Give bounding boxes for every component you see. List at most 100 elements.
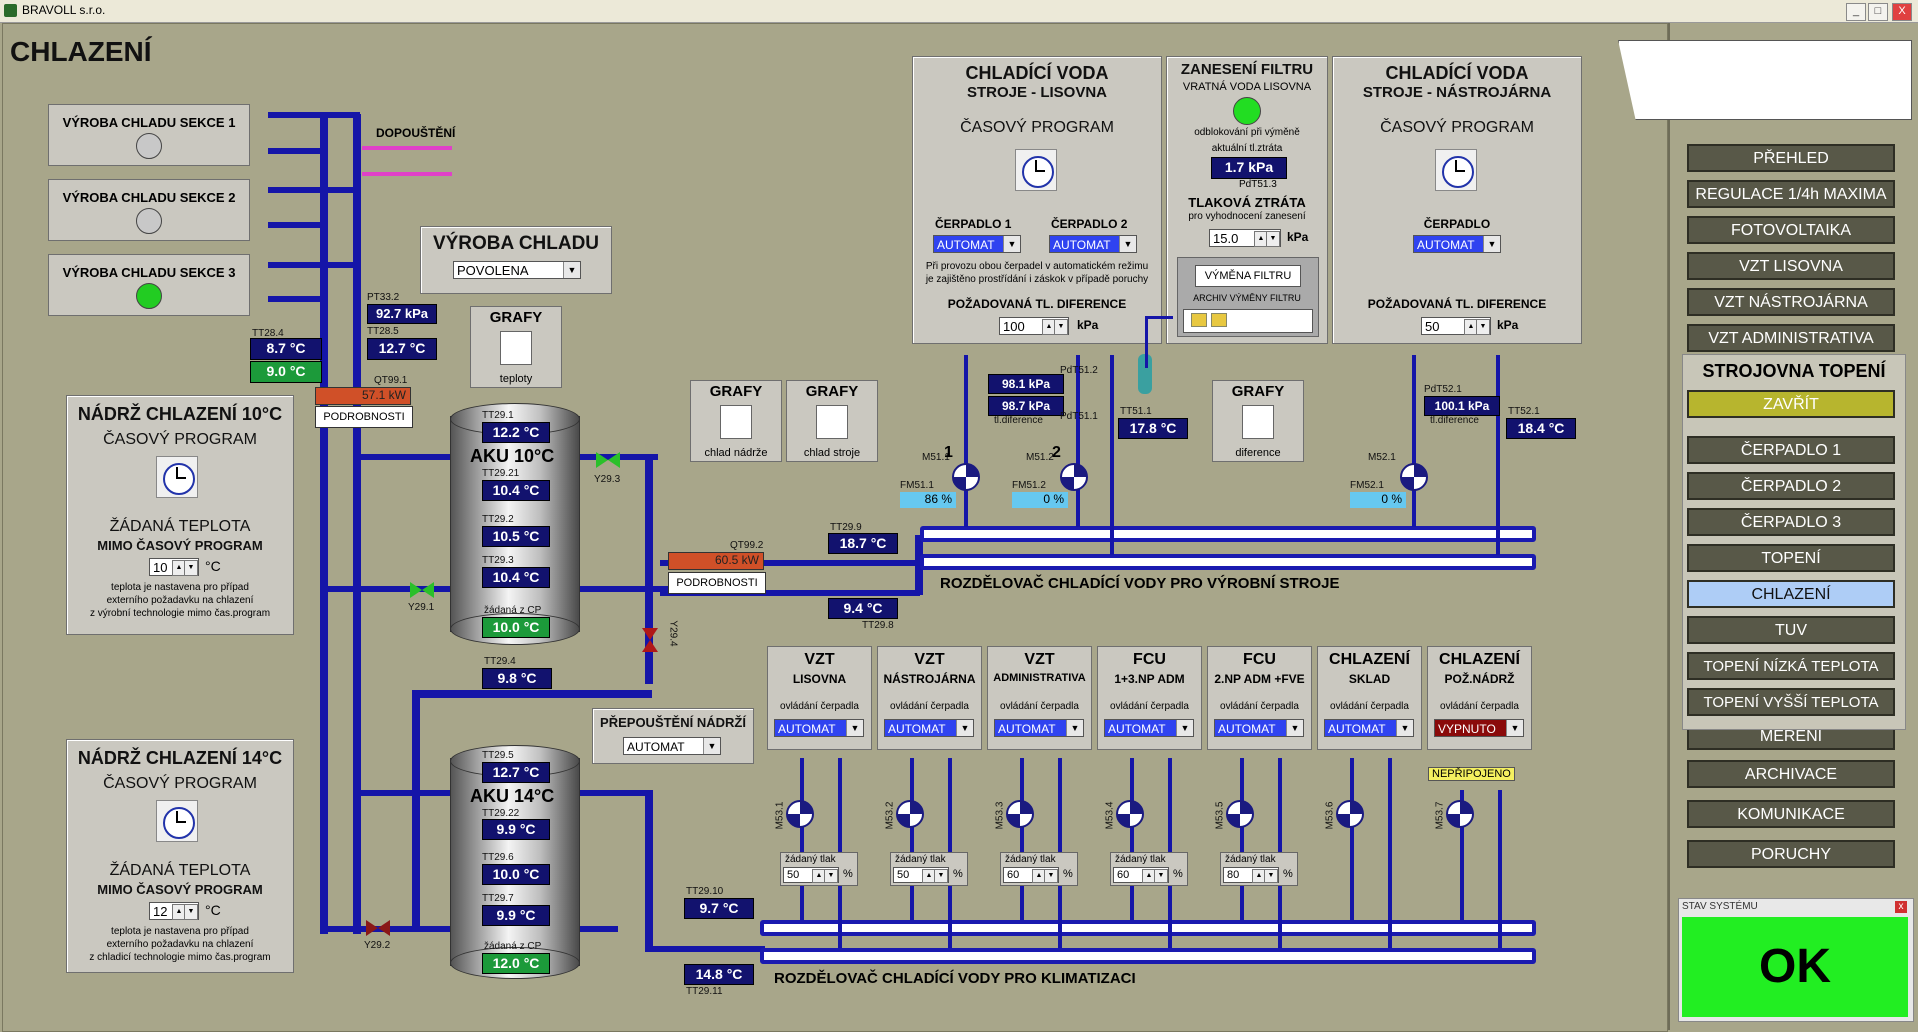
setpoint-spin[interactable]: 50▲▼ <box>783 867 839 883</box>
increment-icon[interactable]: ▲ <box>812 869 826 883</box>
grafy-nadrze-button[interactable]: GRAFY chlad nádrže <box>690 380 782 462</box>
decrement-icon[interactable]: ▼ <box>1044 869 1058 883</box>
pump-m521-icon[interactable] <box>1400 463 1428 491</box>
nav-cerpadlo3[interactable]: ČERPADLO 3 <box>1687 508 1895 536</box>
nav-komunikace[interactable]: KOMUNIKACE <box>1687 800 1895 828</box>
nav-prehled[interactable]: PŘEHLED <box>1687 144 1895 172</box>
decrement-icon[interactable]: ▼ <box>1264 869 1278 883</box>
pump-m535-icon[interactable] <box>1226 800 1254 828</box>
setpoint-spin[interactable]: 60▲▼ <box>1113 867 1169 883</box>
close-icon[interactable]: x <box>1895 901 1907 913</box>
pump-m534-icon[interactable] <box>1116 800 1144 828</box>
pump-m511-icon[interactable] <box>952 463 980 491</box>
nav-archivace[interactable]: ARCHIVACE <box>1687 760 1895 788</box>
vzt-select[interactable]: AUTOMAT▼ <box>994 719 1084 737</box>
prepousteni-select[interactable]: AUTOMAT▼ <box>623 737 721 755</box>
section-3-panel[interactable]: VÝROBA CHLADU SEKCE 3 <box>48 254 250 316</box>
window-titlebar: BRAVOLL s.r.o. _ □ X <box>0 0 1918 23</box>
podrobnosti-button[interactable]: PODROBNOSTI <box>315 406 413 428</box>
setpoint-value: 50 <box>897 869 910 881</box>
nadrz14-spin[interactable]: 12▲▼ <box>149 902 199 920</box>
vzt-select[interactable]: VYPNUTO▼ <box>1434 719 1524 737</box>
nav-cerpadlo2[interactable]: ČERPADLO 2 <box>1687 472 1895 500</box>
folder-open-icon[interactable] <box>1211 313 1227 327</box>
filtr-spin[interactable]: 15.0▲▼ <box>1209 229 1281 247</box>
nav-fotovoltaika[interactable]: FOTOVOLTAIKA <box>1687 216 1895 244</box>
diference-spin[interactable]: 50▲▼ <box>1421 317 1491 335</box>
diference-spin[interactable]: 100▲▼ <box>999 317 1069 335</box>
nav-cerpadlo1[interactable]: ČERPADLO 1 <box>1687 436 1895 464</box>
decrement-icon[interactable]: ▼ <box>824 869 838 883</box>
setpoint-spin[interactable]: 60▲▼ <box>1003 867 1059 883</box>
note: teplota je nastavena pro případ <box>111 926 249 937</box>
section-1-panel[interactable]: VÝROBA CHLADU SEKCE 1 <box>48 104 250 166</box>
clock-icon[interactable] <box>156 456 198 498</box>
vzt-note: ovládání čerpadla <box>1330 701 1409 712</box>
increment-icon[interactable]: ▲ <box>922 869 936 883</box>
nav-chlazeni[interactable]: CHLAZENÍ <box>1687 580 1895 608</box>
nav-tuv[interactable]: TUV <box>1687 616 1895 644</box>
vzt-subtitle: ADMINISTRATIVA <box>993 672 1086 684</box>
nav-poruchy[interactable]: PORUCHY <box>1687 840 1895 868</box>
folder-icon[interactable] <box>1191 313 1207 327</box>
valve-icon[interactable] <box>410 582 422 598</box>
vzt-select[interactable]: AUTOMAT▼ <box>884 719 974 737</box>
cerpadlo2-select[interactable]: AUTOMAT▼ <box>1049 235 1137 253</box>
pipe-main-left2 <box>353 114 361 934</box>
clock-icon[interactable] <box>1015 149 1057 191</box>
pump-m533-icon[interactable] <box>1006 800 1034 828</box>
grafy-stroje-button[interactable]: GRAFY chlad stroje <box>786 380 878 462</box>
valve-icon[interactable] <box>596 452 608 468</box>
clock-icon[interactable] <box>156 800 198 842</box>
nav-topeni[interactable]: TOPENÍ <box>1687 544 1895 572</box>
grafy-diference-button[interactable]: GRAFY diference <box>1212 380 1304 462</box>
decrement-icon[interactable]: ▼ <box>1054 319 1068 335</box>
header-pipe-klima-return <box>760 948 1536 964</box>
valve-icon[interactable] <box>642 628 658 640</box>
cerpadlo-select[interactable]: AUTOMAT▼ <box>1413 235 1501 253</box>
minimize-button[interactable]: _ <box>1846 3 1866 21</box>
decrement-icon[interactable]: ▼ <box>1154 869 1168 883</box>
nadrz10-spin[interactable]: 10 ▲▼ <box>149 558 199 576</box>
nav-vzt-administrativa[interactable]: VZT ADMINISTRATIVA <box>1687 324 1895 352</box>
nav-topeni-nizka[interactable]: TOPENÍ NÍZKÁ TEPLOTA <box>1687 652 1895 680</box>
nadrz10-value: 10 <box>153 560 168 575</box>
pump-m512-icon[interactable] <box>1060 463 1088 491</box>
decrement-icon[interactable]: ▼ <box>184 904 198 920</box>
podrobnosti-button[interactable]: PODROBNOSTI <box>668 572 766 594</box>
maximize-button[interactable]: □ <box>1868 3 1888 21</box>
grafy-teploty-button[interactable]: GRAFY teploty <box>470 306 562 388</box>
nav-topeni-vyssi[interactable]: TOPENÍ VYŠŠÍ TEPLOTA <box>1687 688 1895 716</box>
pump-m532-icon[interactable] <box>896 800 924 828</box>
vzt-select[interactable]: AUTOMAT▼ <box>1214 719 1304 737</box>
aku10-tt291: 12.2 °C <box>482 422 550 443</box>
percent-label: % <box>1063 868 1073 880</box>
increment-icon[interactable]: ▲ <box>172 560 186 576</box>
section-2-panel[interactable]: VÝROBA CHLADU SEKCE 2 <box>48 179 250 241</box>
pump-m531-icon[interactable] <box>786 800 814 828</box>
setpoint-spin[interactable]: 80▲▼ <box>1223 867 1279 883</box>
vyroba-select[interactable]: POVOLENA▼ <box>453 261 581 279</box>
pump-m537-icon[interactable] <box>1446 800 1474 828</box>
vzt-select[interactable]: AUTOMAT▼ <box>774 719 864 737</box>
decrement-icon[interactable]: ▼ <box>934 869 948 883</box>
cerpadlo1-select[interactable]: AUTOMAT▼ <box>933 235 1021 253</box>
vzt-select[interactable]: AUTOMAT▼ <box>1104 719 1194 737</box>
nav-vzt-nastrojarna[interactable]: VZT NÁSTROJÁRNA <box>1687 288 1895 316</box>
fcu-2np-panel: FCU 2.NP ADM +FVE ovládání čerpadla AUTO… <box>1207 646 1312 750</box>
setpoint-spin[interactable]: 50 ▲▼ <box>893 867 949 883</box>
clock-icon[interactable] <box>1435 149 1477 191</box>
decrement-icon[interactable]: ▼ <box>1476 319 1490 335</box>
decrement-icon[interactable]: ▼ <box>1266 231 1280 247</box>
vzt-select[interactable]: AUTOMAT▼ <box>1324 719 1414 737</box>
vymena-filtru-button[interactable]: VÝMĚNA FILTRU <box>1195 265 1301 287</box>
valve-icon[interactable] <box>366 920 378 936</box>
nav-vzt-lisovna[interactable]: VZT LISOVNA <box>1687 252 1895 280</box>
decrement-icon[interactable]: ▼ <box>184 560 198 576</box>
cerpadlo-value: AUTOMAT <box>1417 238 1475 252</box>
pump-m536-icon[interactable] <box>1336 800 1364 828</box>
popup-close-button[interactable]: ZAVŘÍT <box>1687 390 1895 418</box>
nav-regulace[interactable]: REGULACE 1/4h MAXIMA <box>1687 180 1895 208</box>
pipe <box>660 560 920 566</box>
close-button[interactable]: X <box>1892 3 1912 21</box>
